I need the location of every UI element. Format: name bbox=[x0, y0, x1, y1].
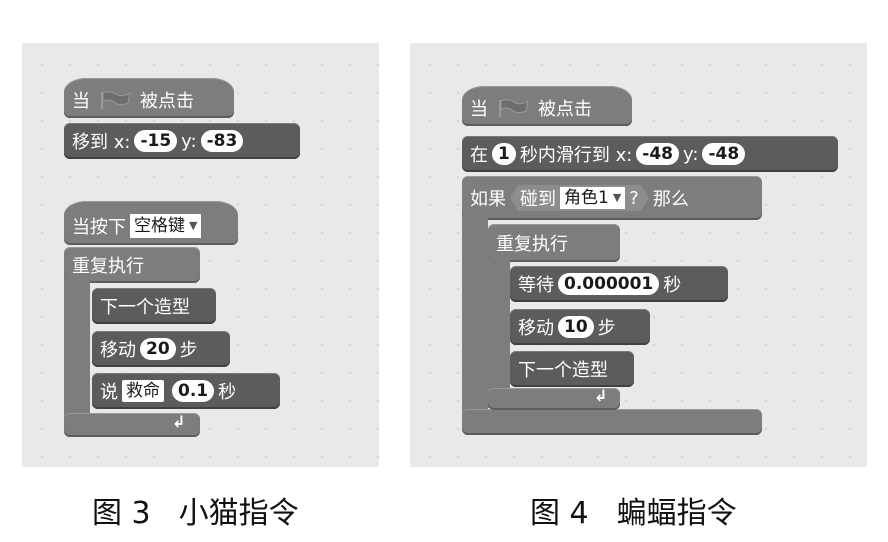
say-for-secs-block[interactable]: 说 救命 0.1 秒 bbox=[92, 373, 280, 409]
wait-secs-input[interactable]: 0.000001 bbox=[558, 273, 660, 295]
fig4-caption: 图 4 蝙蝠指令 bbox=[530, 488, 737, 532]
if-label: 如果 bbox=[470, 189, 506, 210]
if-bottom bbox=[462, 409, 762, 435]
forever-block[interactable]: 重复执行 bbox=[64, 247, 200, 283]
next-costume-block[interactable]: 下一个造型 bbox=[92, 288, 216, 324]
green-flag-icon bbox=[499, 99, 529, 117]
say-label: 说 bbox=[100, 382, 118, 403]
move-steps-input[interactable]: 20 bbox=[140, 338, 176, 360]
when-flag-clicked-hat[interactable]: 当 被点击 bbox=[64, 78, 234, 118]
loop-arrow-icon: ↲ bbox=[172, 412, 186, 431]
key-dropdown-value: 空格键 bbox=[134, 216, 185, 236]
sprite-dropdown-value: 角色1 bbox=[564, 188, 609, 208]
glide-mid-label: 秒内滑行到 x: bbox=[519, 145, 633, 166]
sprite-dropdown[interactable]: 角色1 ▼ bbox=[560, 187, 625, 209]
when-label: 当 bbox=[470, 99, 488, 120]
say-text-input[interactable]: 救命 bbox=[122, 380, 164, 402]
goto-label: 移到 x: bbox=[72, 132, 131, 153]
key-dropdown[interactable]: 空格键 ▼ bbox=[130, 214, 202, 238]
say-secs-input[interactable]: 0.1 bbox=[172, 380, 215, 402]
move-steps-block-bat[interactable]: 移动 10 步 bbox=[510, 309, 650, 345]
forever-block-bat[interactable]: 重复执行 bbox=[488, 224, 620, 262]
when-label: 当 bbox=[72, 91, 90, 112]
fig3-caption-title: 小猫指令 bbox=[178, 496, 299, 531]
forever-wall-bat bbox=[488, 258, 510, 408]
goto-xy-block[interactable]: 移到 x: -15 y: -83 bbox=[64, 123, 300, 159]
forever-bottom-bat bbox=[488, 388, 620, 410]
touching-condition[interactable]: 碰到 角色1 ▼ ? bbox=[510, 185, 649, 211]
forever-label: 重复执行 bbox=[496, 234, 568, 255]
move-label: 移动 bbox=[100, 340, 136, 361]
when-flag-clicked-hat-bat[interactable]: 当 被点击 bbox=[462, 86, 632, 126]
fig4-caption-label: 图 4 bbox=[530, 496, 589, 531]
forever-wall bbox=[64, 280, 90, 420]
green-flag-icon bbox=[101, 91, 131, 109]
wait-unit: 秒 bbox=[663, 275, 682, 296]
goto-y-label: y: bbox=[181, 130, 197, 152]
touching-label: 碰到 bbox=[520, 189, 556, 210]
loop-arrow-icon: ↲ bbox=[594, 386, 608, 405]
when-key-label: 当按下 bbox=[72, 217, 126, 238]
forever-bottom bbox=[64, 413, 200, 437]
clicked-label: 被点击 bbox=[140, 91, 194, 112]
then-label: 那么 bbox=[652, 189, 689, 210]
forever-label: 重复执行 bbox=[72, 256, 144, 277]
goto-y-input[interactable]: -83 bbox=[200, 130, 244, 152]
next-costume-block-bat[interactable]: 下一个造型 bbox=[510, 351, 634, 387]
move-steps-block[interactable]: 移动 20 步 bbox=[92, 331, 230, 367]
next-costume-label: 下一个造型 bbox=[518, 360, 608, 381]
glide-secs-input[interactable]: 1 bbox=[492, 143, 516, 165]
move-unit: 步 bbox=[179, 340, 198, 361]
clicked-label: 被点击 bbox=[538, 99, 592, 120]
glide-block[interactable]: 在 1 秒内滑行到 x: -48 y: -48 bbox=[462, 136, 838, 172]
question-mark: ? bbox=[629, 187, 639, 209]
glide-y-label: y: bbox=[683, 143, 699, 165]
fig3-caption: 图 3 小猫指令 bbox=[92, 488, 299, 532]
fig4-caption-title: 蝙蝠指令 bbox=[616, 496, 737, 531]
when-key-pressed-hat[interactable]: 当按下 空格键 ▼ bbox=[64, 201, 238, 245]
goto-x-input[interactable]: -15 bbox=[134, 130, 178, 152]
wait-block[interactable]: 等待 0.000001 秒 bbox=[510, 266, 728, 302]
next-costume-label: 下一个造型 bbox=[100, 297, 190, 318]
dropdown-arrow-icon: ▼ bbox=[612, 191, 622, 204]
move-steps-input[interactable]: 10 bbox=[558, 316, 594, 338]
glide-x-input[interactable]: -48 bbox=[636, 143, 680, 165]
dropdown-arrow-icon: ▼ bbox=[189, 219, 198, 232]
glide-y-input[interactable]: -48 bbox=[702, 143, 746, 165]
say-unit: 秒 bbox=[218, 382, 237, 403]
wait-label: 等待 bbox=[518, 275, 554, 296]
if-wall bbox=[462, 216, 488, 416]
glide-in-label: 在 bbox=[470, 145, 488, 166]
if-then-block[interactable]: 如果 碰到 角色1 ▼ ? 那么 bbox=[462, 176, 762, 220]
fig3-caption-label: 图 3 bbox=[92, 496, 151, 531]
move-label: 移动 bbox=[518, 318, 554, 339]
move-unit: 步 bbox=[597, 318, 616, 339]
